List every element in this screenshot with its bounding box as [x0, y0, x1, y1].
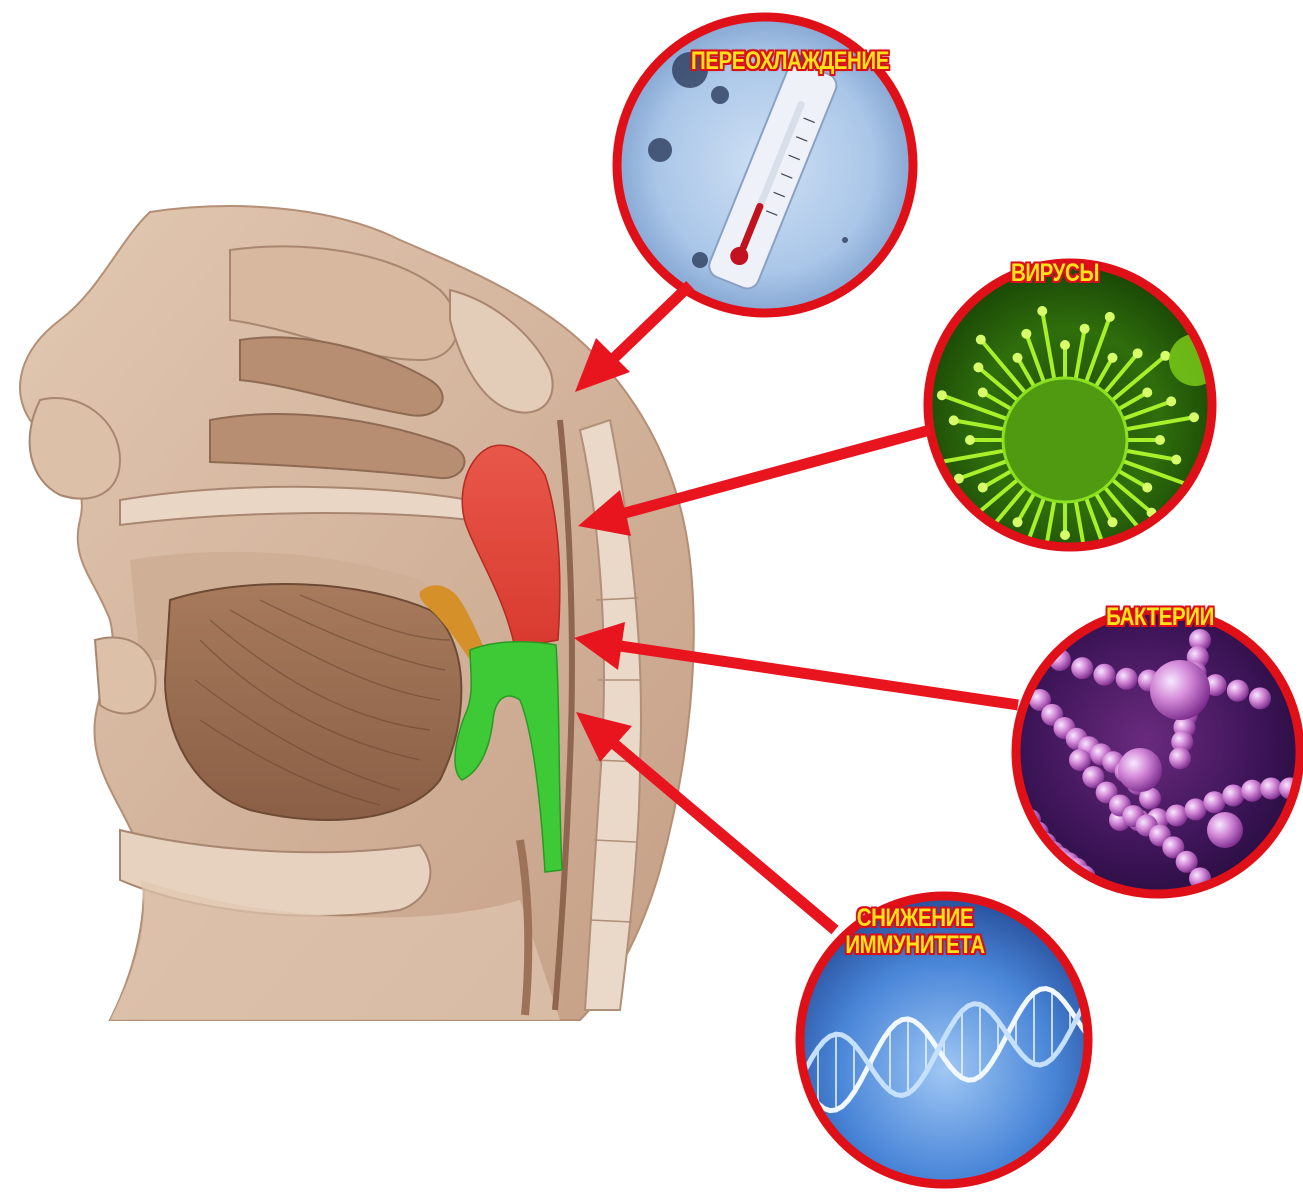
arrow-hypothermia — [575, 285, 690, 392]
tongue — [165, 584, 461, 820]
cause-label-immunity: СНИЖЕНИЕ ИММУНИТЕТА — [817, 905, 1014, 959]
cause-bacteria-image — [1010, 605, 1303, 909]
cause-label-hypothermia: ПЕРЕОХЛАЖДЕНИЕ — [626, 48, 954, 75]
virus-core — [1003, 378, 1127, 502]
cause-viruses-image — [920, 255, 1221, 574]
cause-label-immunity-line-1: СНИЖЕНИЕ — [817, 905, 1014, 932]
cause-label-immunity-line-2: ИММУНИТЕТА — [817, 932, 1014, 959]
cause-label-viruses: ВИРУСЫ — [957, 260, 1154, 287]
head-section-illustration — [20, 206, 694, 1020]
cause-label-bacteria: БАКТЕРИИ — [1062, 604, 1259, 631]
